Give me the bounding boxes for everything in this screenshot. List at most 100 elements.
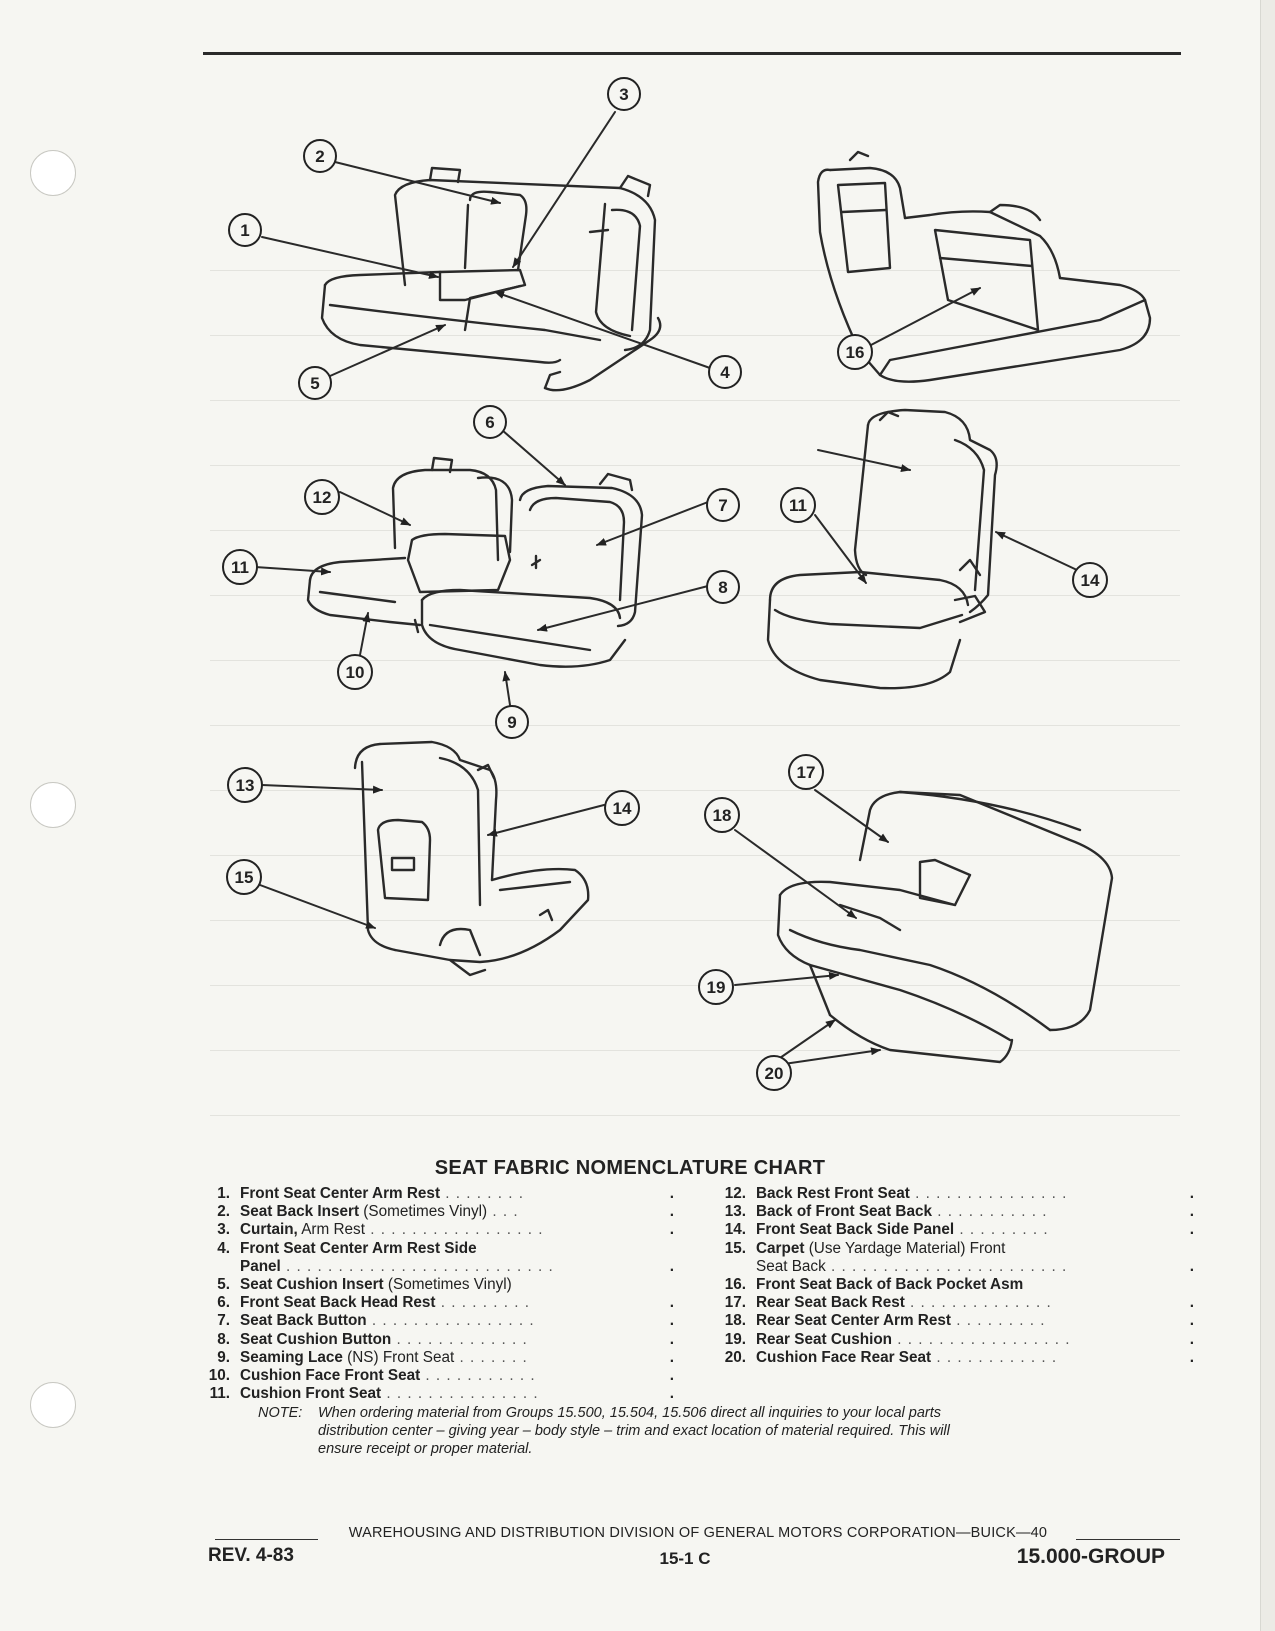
dot-leader: . . . . . . . . . . . . . . . . . . . . … [280, 1257, 554, 1275]
entry-mark: . [1189, 1312, 1194, 1330]
item-number: 17. [724, 1294, 746, 1312]
item-number: 11. [209, 1385, 230, 1403]
item-number: 2. [217, 1203, 230, 1221]
bucket-seat-back-drawing [353, 740, 590, 977]
nomenclature-item: 18. Rear Seat Center Arm Rest . . . . . .… [712, 1312, 1194, 1330]
dot-leader: . . . . . . . . . . . . . . . [381, 1385, 539, 1403]
nomenclature-item: 15.Carpet (Use Yardage Material) Front [712, 1240, 1188, 1258]
svg-text:7: 7 [718, 496, 727, 515]
note-line-2: distribution center – giving year – body… [318, 1423, 950, 1439]
item-qualifier: (Sometimes Vinyl) [359, 1203, 488, 1221]
entry-mark: . [1189, 1294, 1194, 1312]
entry-mark: . [1189, 1257, 1194, 1275]
item-description: Carpet (Use Yardage Material) Front [756, 1240, 1188, 1258]
callout-3: 3 [607, 77, 641, 111]
nomenclature-item: 13. Back of Front Seat Back . . . . . . .… [712, 1203, 1194, 1221]
item-description: Seat Back Button . . . . . . . . . . . .… [240, 1312, 674, 1330]
front-split-seat-drawing [306, 456, 644, 668]
item-number: 9. [217, 1348, 230, 1366]
svg-text:19: 19 [707, 978, 726, 997]
item-name: Curtain, [240, 1221, 298, 1239]
item-description: Rear Seat Back Rest . . . . . . . . . . … [756, 1294, 1194, 1312]
front-bench-seat-drawing [320, 166, 662, 392]
dot-leader: . . . . . . . . . . . . . . [904, 1294, 1052, 1312]
item-name: Rear Seat Center Arm Rest [756, 1312, 951, 1330]
callout-20: 20 [756, 1055, 792, 1091]
item-name: Seat Back Button [240, 1312, 367, 1330]
callout-8: 8 [706, 570, 740, 604]
callout-11: 11 [222, 549, 258, 585]
note-line-3: ensure receipt or proper material. [318, 1441, 533, 1457]
nomenclature-item: 14.Front Seat Back Side Panel . . . . . … [712, 1221, 1194, 1239]
nomenclature-item: 5. Seat Cushion Insert (Sometimes Vinyl) [196, 1276, 668, 1294]
svg-text:13: 13 [236, 776, 255, 795]
nomenclature-item: 8.Seat Cushion Button . . . . . . . . . … [196, 1330, 674, 1349]
dot-leader: . . . . . . . . . [950, 1312, 1046, 1330]
seat-illustrations: 1 2 3 4 5 6 7 8 9 10 11 12 11 14 13 14 1… [222, 77, 1152, 1091]
bucket-seat-drawing [766, 408, 998, 690]
note-label: NOTE: [258, 1405, 303, 1421]
callout-14: 14 [1072, 562, 1108, 598]
item-number: 6. [217, 1294, 230, 1312]
revision-date: REV. 4-83 [208, 1545, 294, 1566]
svg-text:16: 16 [846, 343, 865, 362]
page-number: 15-1 C [659, 1549, 711, 1568]
svg-text:4: 4 [720, 363, 730, 382]
nomenclature-item: Seat Back . . . . . . . . . . . . . . . … [712, 1258, 1194, 1276]
chart-title: SEAT FABRIC NOMENCLATURE CHART [434, 1157, 826, 1179]
item-name: Panel [240, 1257, 281, 1275]
item-description: Rear Seat Center Arm Rest . . . . . . . … [756, 1312, 1194, 1330]
svg-text:12: 12 [313, 488, 332, 507]
entry-mark: . [669, 1330, 674, 1348]
entry-mark: . [1189, 1330, 1194, 1348]
nomenclature-item: 2.Seat Back Insert (Sometimes Vinyl) . .… [196, 1203, 674, 1221]
item-description: Front Seat Back Head Rest . . . . . . . … [240, 1294, 674, 1312]
svg-text:17: 17 [797, 763, 816, 782]
item-name: Seat Cushion Insert [240, 1276, 384, 1294]
item-name: Cushion Front Seat [240, 1385, 382, 1403]
item-number: 1. [217, 1185, 230, 1202]
nomenclature-item: 9. Seaming Lace (NS) Front Seat . . . . .… [196, 1348, 674, 1367]
group-number: 15.000-GROUP [1016, 1545, 1165, 1568]
item-number: 18. [724, 1312, 746, 1330]
svg-text:15: 15 [235, 868, 254, 887]
entry-mark: . [669, 1221, 674, 1239]
item-description: Seat Cushion Insert (Sometimes Vinyl) [240, 1276, 668, 1294]
item-name: Back of Front Seat Back [756, 1203, 932, 1221]
item-number: 12. [724, 1185, 746, 1202]
nomenclature-item: 4. Front Seat Center Arm Rest Side [196, 1240, 668, 1258]
callout-14b: 14 [604, 790, 640, 826]
nomenclature-item: 10.Cushion Face Front Seat . . . . . . .… [196, 1367, 674, 1385]
item-qualifier: Arm Rest [297, 1221, 365, 1239]
rear-seat-drawing [776, 790, 1114, 1064]
entry-mark: . [669, 1312, 674, 1330]
entry-mark: . [1189, 1203, 1194, 1221]
item-number: 13. [724, 1203, 746, 1221]
item-name: Front Seat Back Side Panel [756, 1221, 955, 1239]
callout-circles: 1 2 3 4 5 6 7 8 9 10 11 12 11 14 13 14 1… [222, 77, 1108, 1091]
nomenclature-item: 6. Front Seat Back Head Rest . . . . . . … [196, 1294, 674, 1312]
item-name: Front Seat Center Arm Rest Side [240, 1239, 477, 1257]
dot-leader: . . . . . . . . . . . [931, 1203, 1048, 1221]
svg-text:3: 3 [619, 85, 628, 104]
callout-6: 6 [473, 405, 507, 439]
item-number: 4. [217, 1239, 230, 1257]
item-description: Seaming Lace (NS) Front Seat . . . . . .… [240, 1349, 674, 1367]
callout-9: 9 [495, 705, 529, 739]
item-name: Front Seat Center Arm Rest [240, 1185, 441, 1202]
callout-15: 15 [226, 859, 262, 895]
item-number: 16. [724, 1276, 746, 1294]
entry-mark: . [669, 1203, 674, 1221]
entry-mark: . [669, 1185, 674, 1202]
svg-text:2: 2 [315, 147, 324, 166]
nomenclature-item: 1.Front Seat Center Arm Rest . . . . . .… [196, 1185, 674, 1203]
nomenclature-item: 20.Cushion Face Rear Seat . . . . . . . … [712, 1349, 1194, 1367]
item-name: Seat Cushion Button [240, 1330, 392, 1348]
item-number: 5. [217, 1276, 230, 1294]
item-number: 10. [208, 1367, 230, 1385]
svg-text:14: 14 [1081, 571, 1100, 590]
item-description: Front Seat Center Arm Rest Side [240, 1240, 668, 1258]
footer-rule [1076, 1539, 1180, 1540]
item-qualifier: (Sometimes Vinyl) [383, 1276, 512, 1294]
svg-text:5: 5 [310, 374, 319, 393]
